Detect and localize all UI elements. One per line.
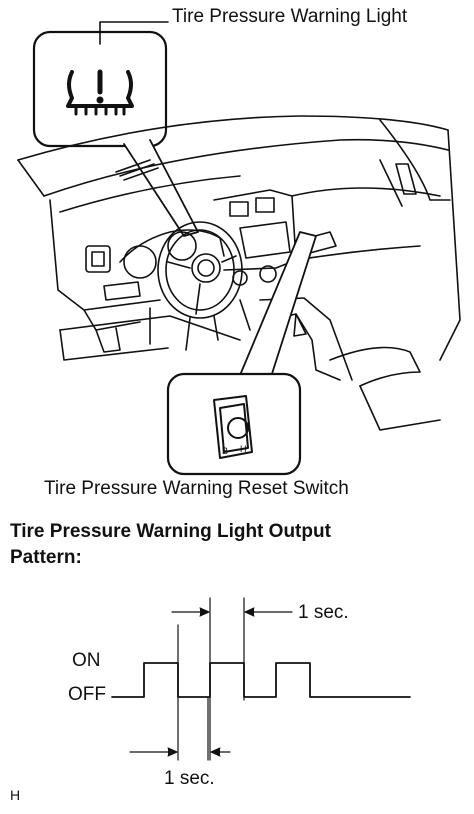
warning-light-label: Tire Pressure Warning Light: [172, 6, 408, 27]
pattern-title-line1: Tire Pressure Warning Light Output: [10, 521, 331, 542]
warning-light-callout: [32, 30, 199, 237]
dashboard-outline: [17, 115, 461, 431]
reset-switch-callout: [166, 231, 317, 476]
output-pattern-waveform: [111, 662, 411, 698]
interval-markers: [129, 597, 293, 761]
reset-switch-label: Tire Pressure Warning Reset Switch: [44, 478, 349, 499]
tire-pressure-warning-icon: [66, 69, 134, 116]
svg-text:H: H: [240, 444, 247, 454]
figure-code: H: [10, 787, 21, 803]
off-level-label: OFF: [68, 684, 106, 705]
warning-light-leader: [99, 21, 169, 45]
on-level-label: ON: [72, 650, 101, 671]
interval-top-label: 1 sec.: [298, 602, 349, 623]
interval-bottom-label: 1 sec.: [164, 768, 215, 789]
svg-text:B: B: [222, 446, 228, 456]
pattern-title-line2: Pattern:: [10, 547, 82, 568]
reset-switch-icon: B H: [213, 395, 253, 459]
